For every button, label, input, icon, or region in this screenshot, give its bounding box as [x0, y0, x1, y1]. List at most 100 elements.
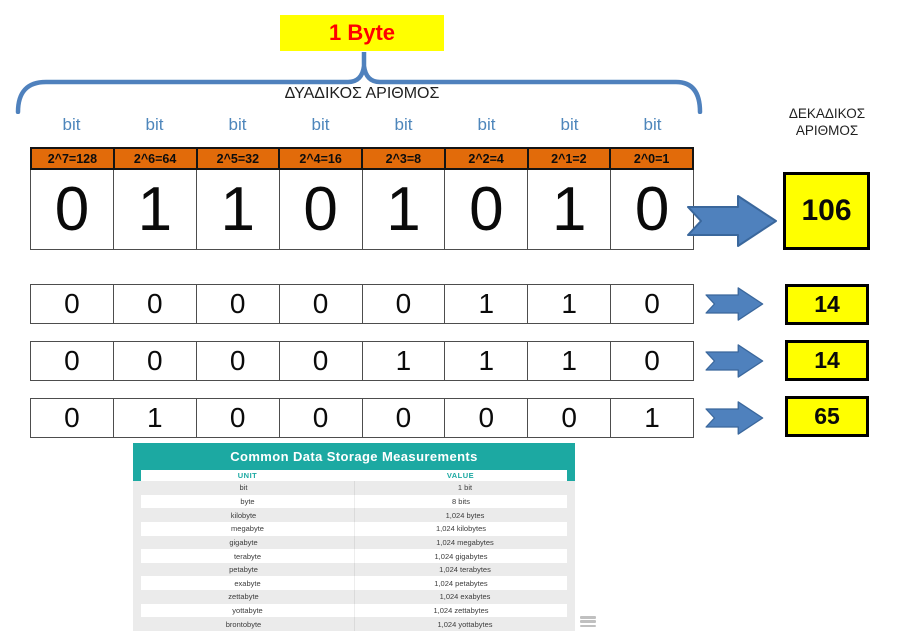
binary-number-label: ΔΥΑΔΙΚΟΣ ΑΡΙΘΜΟΣ	[284, 85, 440, 102]
binary-digit-cell: 0	[445, 170, 529, 249]
bit-label: bit	[560, 115, 579, 134]
table-row: brontobyte 1,024 yottabytes	[133, 617, 575, 631]
binary-digit-cell: 1	[445, 285, 529, 323]
value-cell: 1,024 megabytes	[354, 535, 575, 550]
storage-column-headers: UNIT VALUE	[141, 470, 567, 481]
unit-cell: zettabyte	[228, 592, 259, 602]
binary-digit-cell: 0	[31, 285, 114, 323]
binary-digit-cell: 0	[31, 170, 114, 249]
binary-digit-cell: 0	[445, 399, 529, 437]
binary-digit-cell: 0	[528, 399, 612, 437]
binary-digit-cell: 1	[362, 170, 446, 249]
bit-label: bit	[477, 115, 496, 134]
binary-row: 0 0 0 0 0 1 1 0	[30, 284, 694, 324]
binary-digit-cell: 1	[362, 342, 446, 380]
bit-label: bit	[394, 115, 413, 134]
power-header-cell: 2^4=16	[280, 149, 363, 168]
binary-digit-cell: 0	[611, 285, 693, 323]
decimal-label-line2: ΑΡΙΘΜΟΣ	[795, 122, 859, 138]
value-cell: 1,024 yottabytes	[354, 617, 575, 631]
one-byte-label: 1 Byte	[280, 15, 444, 51]
column-header-value: VALUE	[446, 471, 475, 480]
binary-row-main: 0 1 1 0 1 0 1 0	[30, 170, 694, 250]
decimal-label-line1: ΔΕΚΑΔΙΚΟΣ	[788, 106, 866, 121]
binary-digit-cell: 1	[113, 170, 197, 249]
storage-table-header: Common Data Storage Measurements UNIT VA…	[133, 443, 575, 481]
storage-table-body: bit 1 bit byte 8 bits kilobyte 1,024 byt…	[133, 481, 575, 631]
table-row: exabyte 1,024 petabytes	[141, 576, 567, 591]
watermark-icon	[580, 616, 596, 627]
byte-brace-icon	[15, 52, 703, 114]
unit-cell: kilobyte	[230, 510, 257, 520]
table-row: yottabyte 1,024 zettabytes	[141, 603, 567, 618]
value-cell: 1,024 gigabytes	[354, 549, 567, 563]
binary-digit-cell: 0	[31, 342, 114, 380]
table-row: kilobyte 1,024 bytes	[133, 508, 575, 522]
binary-digit-cell: 0	[279, 399, 363, 437]
unit-cell: bit	[239, 483, 248, 493]
arrow-right-icon	[687, 195, 777, 247]
bit-label: bit	[62, 115, 81, 134]
table-row: petabyte 1,024 terabytes	[133, 562, 575, 577]
value-cell: 1,024 zettabytes	[354, 603, 567, 618]
unit-cell: yottabyte	[232, 606, 263, 616]
column-header-unit: UNIT	[237, 471, 258, 480]
table-row: bit 1 bit	[133, 481, 575, 495]
unit-cell: megabyte	[231, 524, 264, 534]
binary-digit-cell: 0	[113, 285, 197, 323]
arrow-right-icon	[705, 287, 764, 321]
binary-digit-cell: 0	[279, 170, 363, 249]
power-header-cell: 2^0=1	[611, 149, 692, 168]
bit-label: bit	[311, 115, 330, 134]
arrow-right-icon	[705, 401, 764, 435]
power-header-cell: 2^6=64	[114, 149, 198, 168]
value-cell: 1,024 terabytes	[354, 562, 575, 577]
decimal-number-label: ΔΕΚΑΔΙΚΟΣ ΑΡΙΘΜΟΣ	[763, 106, 891, 140]
value-cell: 1,024 exabytes	[354, 590, 575, 604]
binary-digit-cell: 0	[362, 399, 446, 437]
binary-digit-cell: 0	[196, 342, 280, 380]
binary-digit-cell: 0	[113, 342, 197, 380]
binary-row: 0 1 0 0 0 0 0 1	[30, 398, 694, 438]
power-header-cell: 2^1=2	[528, 149, 612, 168]
power-header-cell: 2^5=32	[197, 149, 281, 168]
binary-digit-cell: 1	[611, 399, 693, 437]
value-cell: 8 bits	[354, 494, 567, 509]
value-cell: 1,024 kilobytes	[354, 521, 567, 536]
value-cell: 1,024 petabytes	[354, 576, 567, 591]
unit-cell: exabyte	[234, 578, 261, 588]
power-header-row: 2^7=128 2^6=64 2^5=32 2^4=16 2^3=8 2^2=4…	[30, 147, 694, 170]
table-row: megabyte 1,024 kilobytes	[141, 521, 567, 536]
binary-digit-cell: 1	[196, 170, 280, 249]
value-cell: 1 bit	[354, 481, 575, 495]
unit-cell: petabyte	[229, 565, 258, 575]
binary-digit-cell: 1	[528, 342, 612, 380]
arrow-right-icon	[705, 344, 764, 378]
decimal-value-box: 65	[785, 396, 869, 437]
bit-label: bit	[643, 115, 662, 134]
storage-measurements-table: Common Data Storage Measurements UNIT VA…	[133, 443, 575, 631]
power-header-cell: 2^7=128	[32, 149, 115, 168]
unit-cell: byte	[240, 496, 255, 506]
bit-label: bit	[228, 115, 247, 134]
power-header-cell: 2^3=8	[363, 149, 446, 168]
decimal-value-box: 14	[785, 284, 869, 325]
table-row: byte 8 bits	[141, 494, 567, 509]
unit-cell: brontobyte	[225, 619, 262, 629]
table-row: gigabyte 1,024 megabytes	[133, 535, 575, 550]
binary-digit-cell: 1	[528, 285, 612, 323]
binary-digit-cell: 0	[196, 399, 280, 437]
decimal-value-box: 14	[785, 340, 869, 381]
table-row: zettabyte 1,024 exabytes	[133, 590, 575, 604]
binary-digit-cell: 0	[279, 342, 363, 380]
binary-digit-cell: 0	[611, 170, 693, 249]
binary-digit-cell: 0	[31, 399, 114, 437]
binary-digit-cell: 0	[611, 342, 693, 380]
value-cell: 1,024 bytes	[354, 508, 575, 522]
unit-cell: terabyte	[233, 551, 262, 561]
binary-digit-cell: 0	[362, 285, 446, 323]
binary-digit-cell: 0	[279, 285, 363, 323]
bit-labels-row: bit bit bit bit bit bit bit bit	[30, 115, 694, 139]
storage-table-title: Common Data Storage Measurements	[230, 449, 478, 464]
